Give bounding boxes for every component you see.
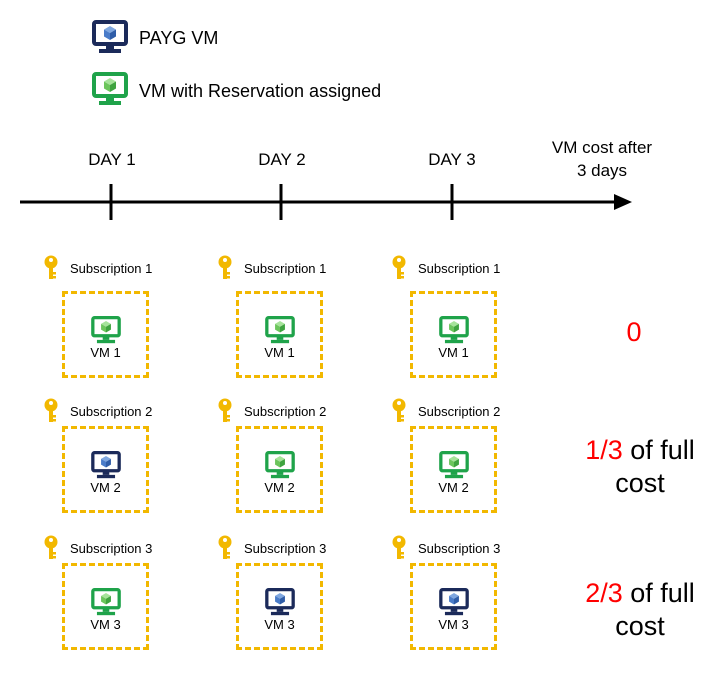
vm-label: VM 1 xyxy=(90,345,121,360)
payg-vm-icon xyxy=(92,20,128,53)
subscription-box: VM 1 xyxy=(410,291,497,378)
subscription-key-icon xyxy=(390,398,408,429)
day-3-label: DAY 3 xyxy=(428,150,476,169)
subscription-box: VM 3 xyxy=(236,563,323,650)
subscription-box: VM 2 xyxy=(62,426,149,513)
payg-vm-icon xyxy=(91,451,121,484)
cost-row-3-line2: cost xyxy=(615,611,665,641)
payg-vm-icon xyxy=(439,588,469,621)
legend-reserved-label: VM with Reservation assigned xyxy=(139,81,382,101)
subscription-label: Subscription 1 xyxy=(70,261,153,276)
subscription-label: Subscription 3 xyxy=(244,541,327,556)
subscription-box: VM 3 xyxy=(410,563,497,650)
subscription-label: Subscription 1 xyxy=(418,261,501,276)
cost-header-line2: 3 days xyxy=(576,161,628,180)
reserved-vm-icon xyxy=(92,72,128,105)
subscription-label: Subscription 2 xyxy=(418,404,501,419)
reserved-vm-icon xyxy=(265,316,295,349)
subscription-key-icon xyxy=(216,255,234,286)
subscription-key-icon xyxy=(42,535,60,566)
timeline-axis xyxy=(20,184,632,220)
subscription-key-icon xyxy=(216,535,234,566)
subscription-label: Subscription 2 xyxy=(70,404,153,419)
subscription-label: Subscription 1 xyxy=(244,261,327,276)
subscription-box: VM 3 xyxy=(62,563,149,650)
subscription-label: Subscription 3 xyxy=(70,541,153,556)
vm-label: VM 1 xyxy=(438,345,469,360)
subscription-key-icon xyxy=(390,255,408,286)
cost-row-3: 2/3 of full cost xyxy=(560,577,720,643)
reserved-vm-icon xyxy=(265,451,295,484)
vm-label: VM 2 xyxy=(438,480,469,495)
reserved-vm-icon xyxy=(91,316,121,349)
cost-row-2: 1/3 of full cost xyxy=(560,434,720,500)
subscription-label: Subscription 2 xyxy=(244,404,327,419)
timeline-arrowhead xyxy=(614,194,632,210)
vm-label: VM 3 xyxy=(438,617,469,632)
vm-label: VM 3 xyxy=(90,617,121,632)
reserved-vm-icon xyxy=(439,451,469,484)
vm-label: VM 2 xyxy=(264,480,295,495)
subscription-key-icon xyxy=(42,255,60,286)
day-2-label: DAY 2 xyxy=(258,150,306,169)
legend-payg-label: PAYG VM xyxy=(139,28,219,48)
reserved-vm-icon xyxy=(91,588,121,621)
subscription-box: VM 1 xyxy=(236,291,323,378)
cost-row-1-fraction: 0 xyxy=(626,317,642,347)
day-1-label: DAY 1 xyxy=(88,150,136,169)
cost-row-2-fraction: 1/3 xyxy=(585,435,623,465)
subscription-label: Subscription 3 xyxy=(418,541,501,556)
vm-label: VM 1 xyxy=(264,345,295,360)
vm-label: VM 3 xyxy=(264,617,295,632)
vm-label: VM 2 xyxy=(90,480,121,495)
subscription-box: VM 1 xyxy=(62,291,149,378)
cost-row-3-text: of full xyxy=(622,578,695,608)
subscription-key-icon xyxy=(390,535,408,566)
subscription-box: VM 2 xyxy=(410,426,497,513)
cost-row-1: 0 xyxy=(554,316,714,349)
cost-header-line1: VM cost after xyxy=(551,138,653,157)
subscription-box: VM 2 xyxy=(236,426,323,513)
subscription-key-icon xyxy=(42,398,60,429)
reserved-vm-icon xyxy=(439,316,469,349)
cost-row-2-line2: cost xyxy=(615,468,665,498)
cost-row-3-fraction: 2/3 xyxy=(585,578,623,608)
payg-vm-icon xyxy=(265,588,295,621)
cost-row-2-text: of full xyxy=(622,435,695,465)
cost-header: VM cost after 3 days xyxy=(532,136,672,182)
subscription-key-icon xyxy=(216,398,234,429)
